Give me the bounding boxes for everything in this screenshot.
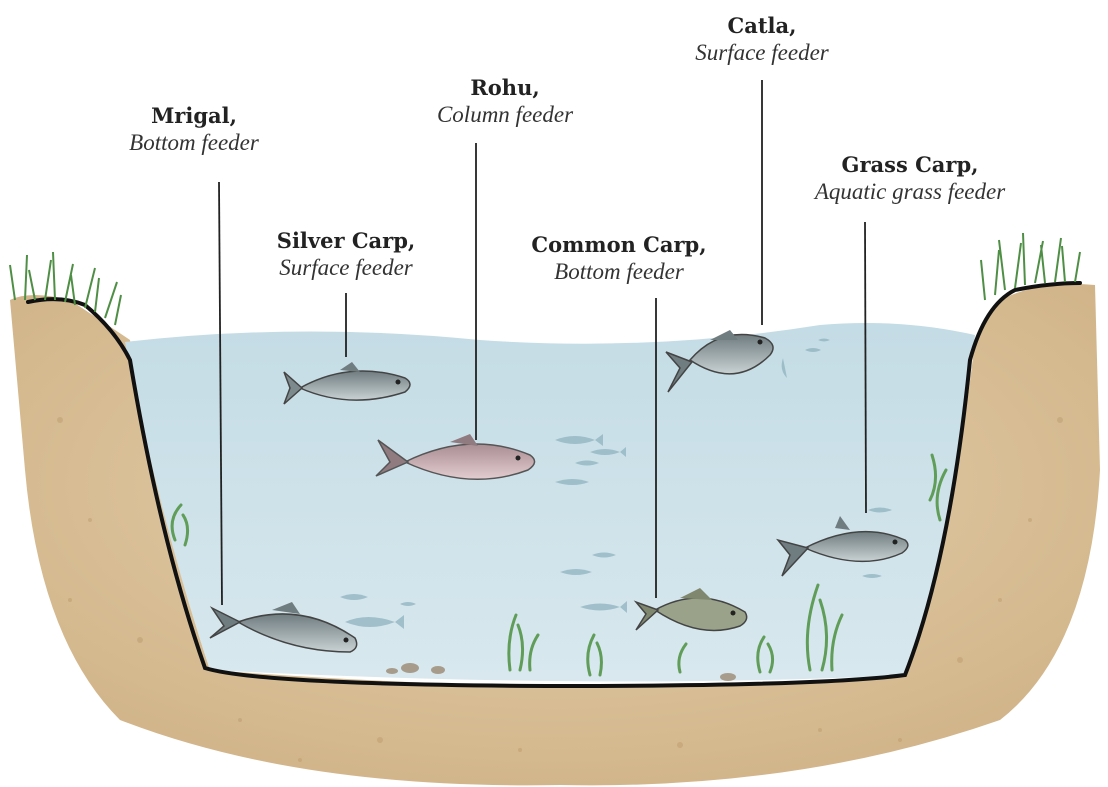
label-mrigal-role: Bottom feeder: [129, 129, 259, 157]
label-silver-carp-role: Surface feeder: [277, 254, 415, 282]
label-silver-carp: Silver Carp, Surface feeder: [277, 228, 415, 282]
label-grass-carp: Grass Carp, Aquatic grass feeder: [815, 152, 1005, 206]
label-common-carp-role: Bottom feeder: [531, 258, 706, 286]
label-grass-carp-role: Aquatic grass feeder: [815, 178, 1005, 206]
label-common-carp: Common Carp, Bottom feeder: [531, 232, 706, 286]
label-silver-carp-name: Silver Carp,: [277, 228, 415, 254]
label-mrigal-name: Mrigal,: [129, 103, 259, 129]
label-common-carp-name: Common Carp,: [531, 232, 706, 258]
leader-line-grass-carp: [865, 222, 866, 513]
label-catla: Catla, Surface feeder: [695, 13, 828, 67]
label-rohu-name: Rohu,: [437, 75, 573, 101]
label-mrigal: Mrigal, Bottom feeder: [129, 103, 259, 157]
label-catla-name: Catla,: [695, 13, 828, 39]
label-catla-role: Surface feeder: [695, 39, 828, 67]
label-rohu-role: Column feeder: [437, 101, 573, 129]
label-rohu: Rohu, Column feeder: [437, 75, 573, 129]
label-grass-carp-name: Grass Carp,: [815, 152, 1005, 178]
